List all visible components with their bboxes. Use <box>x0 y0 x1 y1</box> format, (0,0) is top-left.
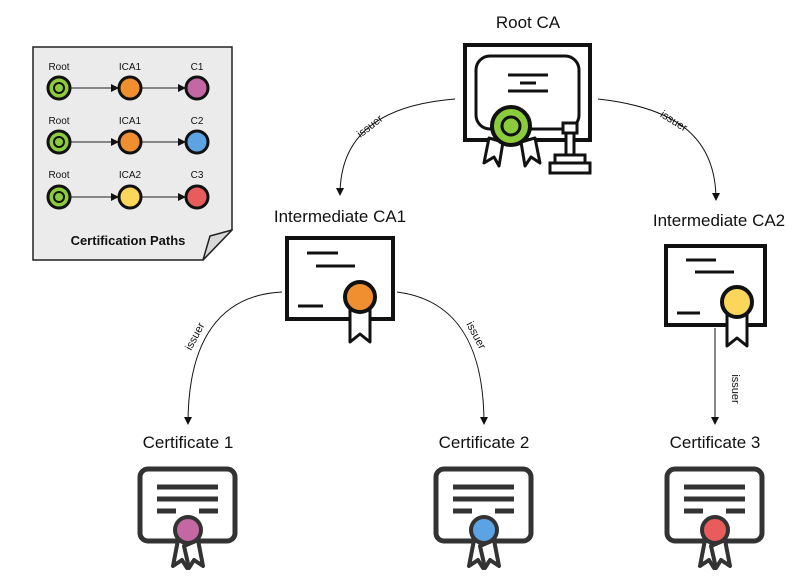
legend-ica1-dot <box>117 129 143 155</box>
legend-path-row: Root ICA2 C3 <box>46 170 210 210</box>
legend-label: C2 <box>191 116 204 127</box>
legend-c3-dot <box>184 184 210 210</box>
legend-ica2-dot <box>117 184 143 210</box>
intermediate-ca1-certificate-icon <box>285 236 395 344</box>
certificate-3-icon <box>664 466 765 570</box>
edge-label-root-ica2: issuer <box>658 109 690 135</box>
edge-root-to-ica1 <box>336 98 456 196</box>
edge-ica1-to-cert1 <box>184 291 283 425</box>
edge-label-ica1-cert1: issuer <box>183 321 208 353</box>
legend-c1-dot <box>184 75 210 101</box>
legend-root-dot <box>46 184 72 210</box>
certificate-3-seal <box>700 515 730 545</box>
edge-ica1-to-cert2 <box>396 291 488 425</box>
root-ca-label: Root CA <box>496 13 561 32</box>
intermediate-ca1-label: Intermediate CA1 <box>274 207 406 226</box>
legend-label: Root <box>48 170 69 181</box>
ica2-seal <box>720 285 754 319</box>
certificate-2-icon <box>433 466 534 570</box>
edge-label-ica1-cert2: issuer <box>463 320 488 352</box>
legend-root-dot <box>46 129 72 155</box>
root-ca-certificate-icon <box>463 43 592 175</box>
edge-root-to-ica2 <box>597 98 720 201</box>
issuer-edges: issuer issuer issuer issuer issuer <box>183 98 741 425</box>
legend-path-row: Root ICA1 C1 <box>46 62 210 101</box>
legend-root-dot <box>46 75 72 101</box>
legend-label: C3 <box>191 170 204 181</box>
edge-label-root-ica1: issuer <box>355 113 386 141</box>
legend-title: Certification Paths <box>71 233 186 248</box>
certification-paths-legend: Certification Paths Root ICA1 C1 Root IC… <box>32 46 233 261</box>
intermediate-ca2-certificate-icon <box>664 244 767 348</box>
legend-label: Root <box>48 116 69 127</box>
certificate-1-icon <box>137 466 238 570</box>
edge-label-ica2-cert3: issuer <box>729 374 741 404</box>
legend-path-row: Root ICA1 C2 <box>46 116 210 155</box>
certificate-1-seal <box>173 515 203 545</box>
certificate-1-label: Certificate 1 <box>143 433 234 452</box>
legend-c2-dot <box>184 129 210 155</box>
certificate-2-seal <box>469 515 499 545</box>
intermediate-ca2-label: Intermediate CA2 <box>653 211 785 230</box>
legend-label: C1 <box>191 62 204 73</box>
legend-ica1-dot <box>117 75 143 101</box>
legend-label: ICA1 <box>119 116 142 127</box>
certificate-3-label: Certificate 3 <box>670 433 761 452</box>
legend-label: ICA2 <box>119 170 142 181</box>
legend-label: Root <box>48 62 69 73</box>
legend-label: ICA1 <box>119 62 142 73</box>
root-ca-seal <box>490 105 532 147</box>
ica1-seal <box>343 280 377 314</box>
certificate-2-label: Certificate 2 <box>439 433 530 452</box>
